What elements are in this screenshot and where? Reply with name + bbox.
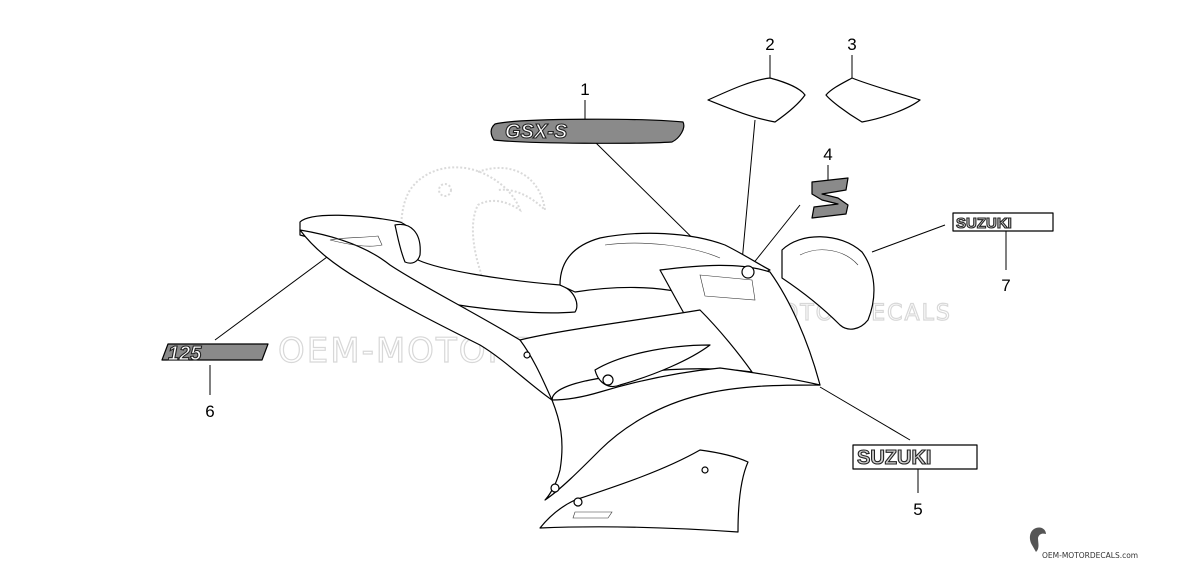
bolt-hole — [701, 466, 709, 474]
part-number-3: 3 — [847, 35, 856, 54]
part-6-decal: 125 — [161, 342, 269, 366]
part-number-4: 4 — [823, 145, 832, 164]
lower-fairing — [544, 367, 821, 501]
tank-inner — [604, 242, 721, 259]
part-number-1: 1 — [580, 80, 589, 99]
chin-spoiler — [539, 449, 749, 533]
front-cowl-inner — [799, 249, 859, 266]
footer-text: OEM-MOTORDECALS.com — [1042, 551, 1138, 560]
seat-rear-hump — [394, 223, 421, 264]
part-number-2: 2 — [765, 35, 774, 54]
bolt-hole — [573, 497, 583, 507]
bolt-hole — [523, 351, 531, 359]
motorcycle-bodywork — [299, 214, 875, 533]
footer-logo: OEM-MOTORDECALS.com — [1029, 527, 1138, 560]
part-numbers: 1 2 3 4 5 6 7 — [205, 35, 1010, 519]
watermark-bird-logo — [400, 166, 547, 314]
chin-stripe — [572, 511, 613, 519]
tail-cowl — [299, 229, 553, 401]
part-number-6: 6 — [205, 402, 214, 421]
front-cowl-piece — [781, 236, 875, 330]
part-5-decal-text: SUZUKI — [857, 447, 931, 469]
part-1-decal-text: GSX-S — [505, 121, 568, 143]
part-number-7: 7 — [1001, 276, 1010, 295]
bolt-hole — [602, 374, 614, 386]
part-3-decal — [825, 77, 921, 123]
part-number-5: 5 — [913, 500, 922, 519]
tail-stripe — [329, 235, 383, 247]
part-7-decal: SUZUKI — [952, 212, 1054, 233]
part-7-decal-text: SUZUKI — [956, 215, 1012, 232]
part-6-decal-text: 125 — [168, 343, 202, 365]
part-1-decal: GSX-S — [490, 118, 685, 144]
part-4-decal — [811, 177, 849, 219]
part-2-decal — [707, 77, 806, 123]
fairing-badge-area — [699, 274, 756, 301]
part-5-decal: SUZUKI — [852, 444, 978, 470]
tank-emblem-circle — [741, 265, 755, 279]
bolt-hole — [550, 483, 560, 493]
